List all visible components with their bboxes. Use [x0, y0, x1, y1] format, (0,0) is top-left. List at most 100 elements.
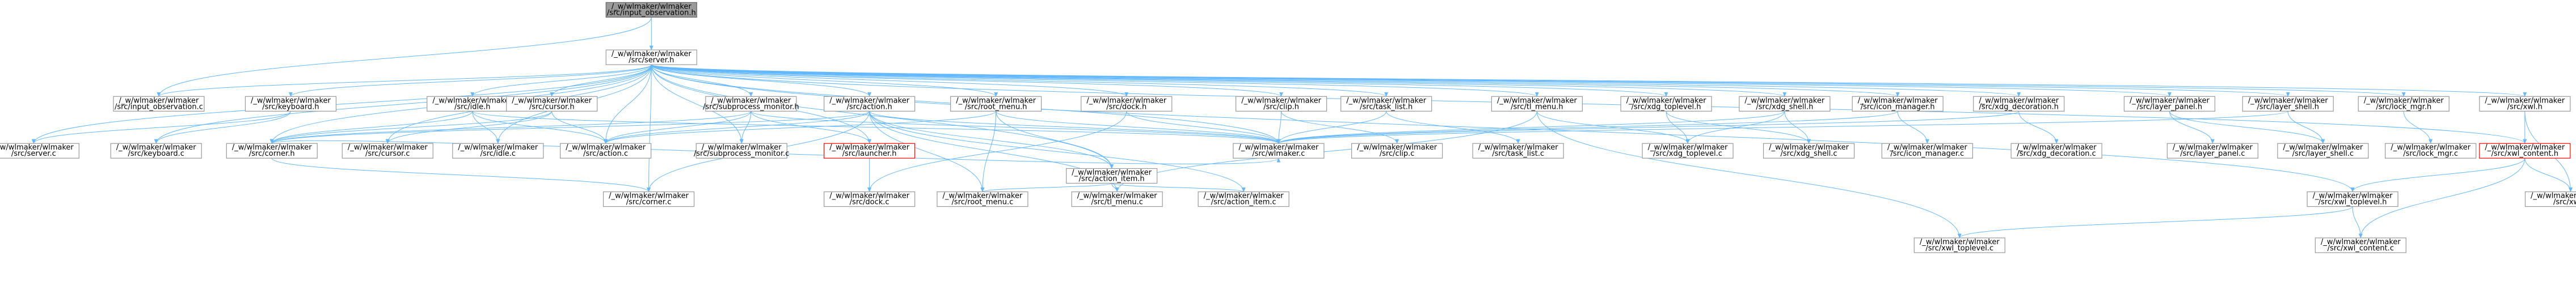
- graph-node-keyboard-h[interactable]: /_w/wlmaker/wlmaker/src/keyboard.h: [244, 96, 337, 112]
- graph-node-icon-manager-h[interactable]: /_w/wlmaker/wlmaker/src/icon_manager.h: [1852, 96, 1943, 112]
- graph-node-corner-h[interactable]: /_w/wlmaker/wlmaker/src/corner.h: [226, 143, 318, 159]
- edge-xdg-toplevel-h-to-xdg-toplevel-c: [1666, 111, 1690, 144]
- graph-node-xdg-shell-c[interactable]: /_w/wlmaker/wlmaker/src/xdg_shell.c: [1763, 143, 1855, 159]
- graph-node-clip-h[interactable]: /_w/wlmaker/wlmaker/src/clip.h: [1236, 96, 1327, 112]
- edge-task-list-h-to-wlmaker-c: [1276, 111, 1387, 144]
- edge-xwl-toplevel-h-to-xwl-content-c: [2352, 206, 2363, 239]
- edge-xdg-shell-h-to-wlmaker-c: [1276, 110, 1785, 144]
- edge-tl-menu-h-to-xwl-toplevel-c: [1536, 111, 1962, 239]
- graph-node-lock-mgr-c[interactable]: /_w/wlmaker/wlmaker/src/lock_mgr.c: [2385, 143, 2477, 159]
- node-label-line: /src/server.c: [11, 150, 56, 158]
- node-label-line: /src/subprocess_monitor.c: [694, 150, 789, 158]
- graph-node-layer-panel-h[interactable]: /_w/wlmaker/wlmaker/src/layer_panel.h: [2123, 96, 2216, 112]
- graph-node-xdg-decoration-h[interactable]: /_w/wlmaker/wlmaker/src/xdg_decoration.h: [1973, 96, 2065, 112]
- edge-action-item-h-to-tl-menu-c: [1111, 183, 1119, 193]
- node-label-line: /src/keyboard.c: [128, 150, 184, 158]
- graph-node-server-c[interactable]: /_w/wlmaker/wlmaker/src/server.c: [0, 143, 79, 159]
- node-box: [113, 96, 205, 112]
- graph-node-xwl-content-h[interactable]: /_w/wlmaker/wlmaker/src/xwl_content.h: [2479, 143, 2571, 159]
- graph-node-idle-h[interactable]: /_w/wlmaker/wlmaker/src/idle.h: [427, 96, 518, 112]
- node-label-line: /src/xwl.h: [2507, 103, 2543, 111]
- node-label-line: /_w/wlmaker/wlmaker: [1769, 143, 1849, 152]
- graph-node-corner-c[interactable]: /_w/wlmaker/wlmaker/src/corner.c: [602, 191, 695, 207]
- edge-server-h-to-root-menu-h: [651, 64, 998, 97]
- edge-cursor-h-to-corner-h: [269, 111, 553, 144]
- graph-node-layer-shell-h[interactable]: /_w/wlmaker/wlmaker/src/layer_shell.h: [2242, 96, 2334, 112]
- graph-node-xdg-decoration-c[interactable]: /_w/wlmaker/wlmaker/src/xdg_decoration.c: [2010, 143, 2102, 159]
- edge-action-h-to-action-c: [604, 111, 870, 144]
- graph-node-icon-manager-c[interactable]: /_w/wlmaker/wlmaker/src/icon_manager.c: [1881, 143, 1974, 159]
- graph-node-keyboard-c[interactable]: /_w/wlmaker/wlmaker/src/keyboard.c: [110, 143, 202, 159]
- graph-node-root-menu-h[interactable]: /_w/wlmaker/wlmaker/src/root_menu.h: [950, 96, 1042, 112]
- graph-node-cursor-c[interactable]: /_w/wlmaker/wlmaker/src/cursor.c: [342, 143, 433, 159]
- graph-node-wlmaker-c[interactable]: /_w/wlmaker/wlmaker/src/wlmaker.c: [1233, 143, 1325, 159]
- graph-node-xdg-toplevel-h[interactable]: /_w/wlmaker/wlmaker/src/xdg_toplevel.h: [1620, 96, 1712, 112]
- node-label-line: /_w/wlmaker/wlmaker: [1626, 96, 1706, 105]
- graph-node-server-h[interactable]: /_w/wlmaker/wlmaker/src/server.h: [605, 49, 697, 65]
- node-label-line: /_w/wlmaker/wlmaker: [1204, 192, 1284, 201]
- graph-node-xwl-c[interactable]: /_w/wlmaker/wlmaker/src/xwl.c: [2524, 191, 2576, 207]
- graph-node-action-h[interactable]: /_w/wlmaker/wlmaker/src/action.h: [824, 96, 916, 112]
- edge-xwl-content-h-to-xwl-toplevel-h: [2350, 158, 2526, 193]
- edge-dock-h-to-wlmaker-c: [1126, 111, 1281, 144]
- graph-node-dock-h[interactable]: /_w/wlmaker/wlmaker/src/dock.h: [1081, 96, 1173, 112]
- node-label-line: /src/server.h: [629, 56, 674, 65]
- graph-node-subprocess-monitor-h[interactable]: /_w/wlmaker/wlmaker/src/subprocess_monit…: [703, 96, 799, 112]
- edge-xdg-shell-h-to-xdg-toplevel-c: [1685, 111, 1785, 144]
- node-label-line: /src/cursor.h: [529, 103, 575, 111]
- node-box: [824, 96, 916, 112]
- graph-node-xdg-toplevel-c[interactable]: /_w/wlmaker/wlmaker/src/xdg_toplevel.c: [1642, 143, 1734, 159]
- graph-node-xdg-shell-h[interactable]: /_w/wlmaker/wlmaker/src/xdg_shell.h: [1739, 96, 1831, 112]
- edge-lock-mgr-h-to-lock-mgr-c: [2403, 111, 2433, 144]
- node-label-line: /src/xwl_toplevel.c: [1926, 244, 1994, 253]
- graph-node-launcher-h[interactable]: /_w/wlmaker/wlmaker/src/launcher.h: [824, 143, 916, 159]
- node-label-line: /_w/wlmaker/wlmaker: [2485, 96, 2565, 105]
- graph-node-root-menu-c[interactable]: /_w/wlmaker/wlmaker/src/root_menu.c: [937, 191, 1028, 207]
- edge-server-h-to-clip-h: [651, 64, 1283, 97]
- graph-node-idle-c[interactable]: /_w/wlmaker/wlmaker/src/idle.c: [452, 143, 544, 159]
- node-label-line: /_w/wlmaker/wlmaker: [2130, 96, 2210, 105]
- node-label-line: /src/tl_menu.c: [1091, 198, 1142, 207]
- graph-node-lock-mgr-h[interactable]: /_w/wlmaker/wlmaker/src/lock_mgr.h: [2358, 96, 2449, 112]
- node-label-line: /_w/wlmaker/wlmaker: [566, 143, 646, 152]
- graph-node-input-observation-c[interactable]: /_w/wlmaker/wlmaker/src/input_observatio…: [113, 96, 205, 112]
- node-box: [1081, 96, 1173, 112]
- graph-node-input-observation-h[interactable]: /_w/wlmaker/wlmaker/src/input_observatio…: [605, 2, 697, 18]
- graph-node-task-list-h[interactable]: /_w/wlmaker/wlmaker/src/task_list.h: [1340, 96, 1432, 112]
- node-box: [695, 143, 787, 159]
- edge-server-h-to-tl-menu-h: [651, 64, 1539, 97]
- node-label-line: /src/action.c: [583, 150, 628, 158]
- edge-server-h-to-action-h: [651, 64, 872, 97]
- edge-server-h-to-xwl-content-h: [651, 64, 2527, 144]
- graph-node-tl-menu-c[interactable]: /_w/wlmaker/wlmaker/src/tl_menu.c: [1071, 191, 1163, 207]
- graph-node-action-c[interactable]: /_w/wlmaker/wlmaker/src/action.c: [560, 143, 652, 159]
- graph-node-cursor-h[interactable]: /_w/wlmaker/wlmaker/src/cursor.h: [506, 96, 598, 112]
- graph-node-dock-c[interactable]: /_w/wlmaker/wlmaker/src/dock.c: [824, 191, 916, 207]
- graph-node-subprocess-monitor-c[interactable]: /_w/wlmaker/wlmaker/src/subprocess_monit…: [694, 143, 789, 159]
- node-label-line: /src/icon_manager.h: [1861, 103, 1935, 111]
- graph-node-task-list-c[interactable]: /_w/wlmaker/wlmaker/src/task_list.c: [1472, 143, 1564, 159]
- graph-node-xwl-content-c[interactable]: /_w/wlmaker/wlmaker/src/xwl_content.c: [2314, 237, 2406, 253]
- node-label-line: /_w/wlmaker/wlmaker: [829, 143, 909, 152]
- node-label-line: /src/action.h: [847, 103, 892, 111]
- graph-node-tl-menu-h[interactable]: /_w/wlmaker/wlmaker/src/tl_menu.h: [1491, 96, 1583, 112]
- node-box: [226, 143, 318, 159]
- node-label-line: /_w/wlmaker/wlmaker: [1077, 192, 1157, 201]
- edge-corner-h-to-corner-c: [271, 157, 651, 193]
- node-label-line: /src/input_observation.h: [607, 8, 696, 17]
- node-label-line: /_w/wlmaker/wlmaker: [2283, 143, 2363, 152]
- graph-node-xwl-toplevel-h[interactable]: /_w/wlmaker/wlmaker/src/xwl_toplevel.h: [2307, 191, 2398, 207]
- graph-node-action-item-h[interactable]: /_w/wlmaker/wlmaker/src/action_item.h: [1066, 168, 1158, 184]
- graph-node-xwl-toplevel-c[interactable]: /_w/wlmaker/wlmaker/src/xwl_toplevel.c: [1913, 237, 2005, 253]
- node-label-line: /_w/wlmaker/wlmaker: [829, 192, 909, 201]
- graph-node-layer-shell-c[interactable]: /_w/wlmaker/wlmaker/src/layer_shell.c: [2277, 143, 2369, 159]
- node-box: [2123, 96, 2216, 112]
- edge-xdg-decoration-h-to-xdg-decoration-c: [2018, 111, 2059, 144]
- graph-node-xwl-h[interactable]: /_w/wlmaker/wlmaker/src/xwl.h: [2479, 96, 2571, 112]
- node-label-line: /src/tl_menu.h: [1511, 103, 1563, 111]
- edge-clip-h-to-wlmaker-c: [1276, 111, 1282, 144]
- node-label-line: /_w/wlmaker/wlmaker: [1648, 143, 1728, 152]
- graph-node-layer-panel-c[interactable]: /_w/wlmaker/wlmaker/src/layer_panel.c: [2166, 143, 2258, 159]
- graph-node-action-item-c[interactable]: /_w/wlmaker/wlmaker/src/action_item.c: [1198, 191, 1289, 207]
- graph-node-clip-c[interactable]: /_w/wlmaker/wlmaker/src/clip.c: [1351, 143, 1443, 159]
